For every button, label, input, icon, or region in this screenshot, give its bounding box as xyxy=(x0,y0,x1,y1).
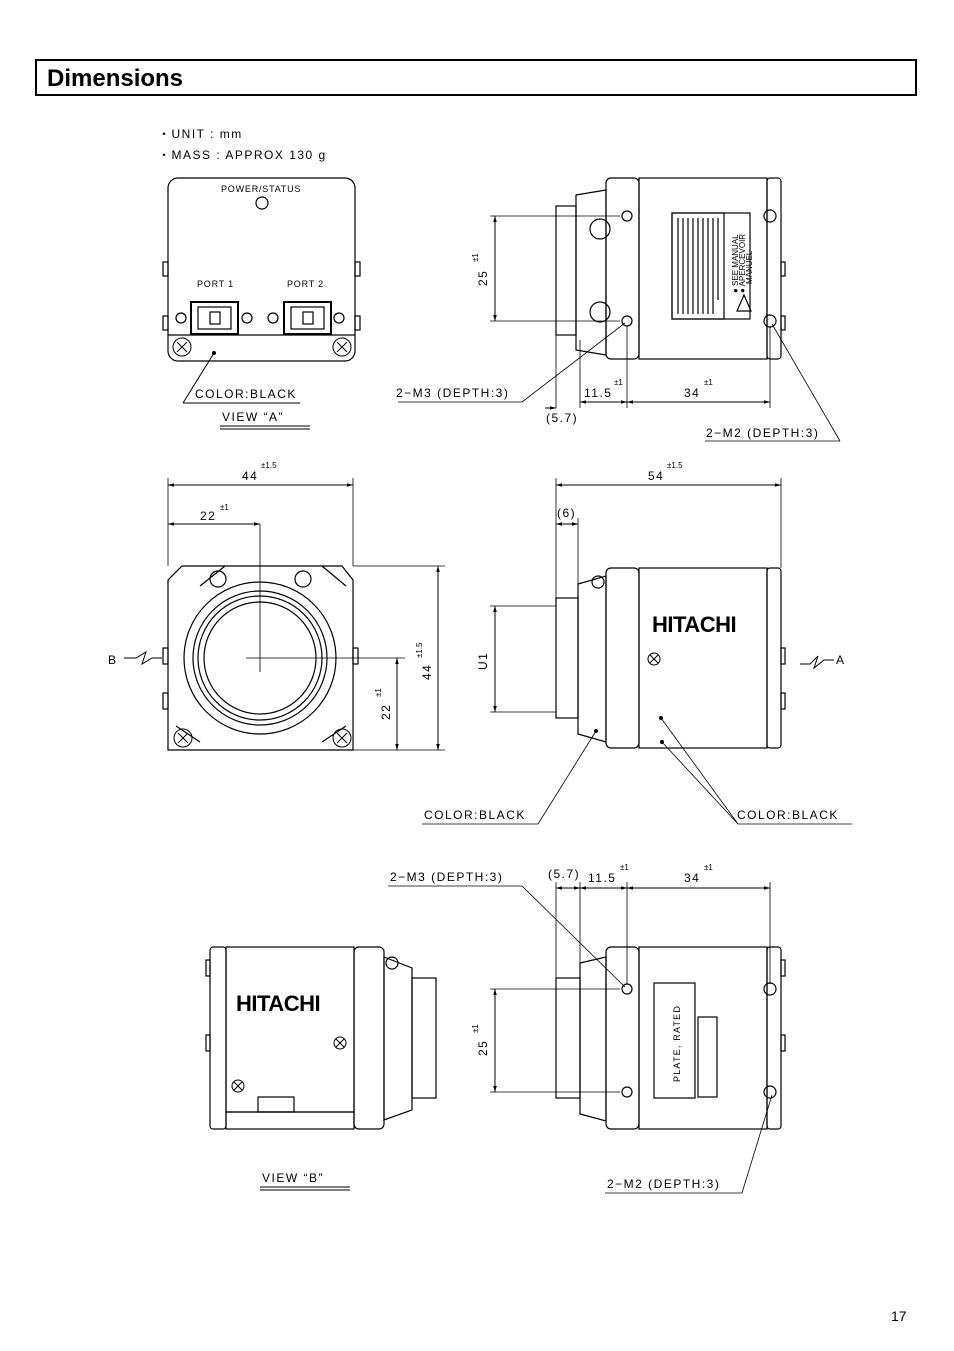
page-number: 17 xyxy=(891,1308,907,1324)
dim-34-bottom-tol: ±1 xyxy=(704,863,713,872)
dim-11-5-bottom: 11.5 xyxy=(588,871,616,885)
view-a-caption: VIEW “A” xyxy=(222,410,284,424)
port1-label: PORT 1 xyxy=(197,279,234,289)
dim-22-width: 22 xyxy=(200,509,216,523)
mass-spec: ・MASS : APPROX 130 g xyxy=(158,148,327,162)
hitachi-logo-side: HITACHI xyxy=(652,612,736,637)
dim-34-top: 34 xyxy=(684,386,700,400)
side-view-middle xyxy=(555,567,786,749)
dim-6: (6) xyxy=(557,506,576,520)
m2-note-bottom: 2−M2 (DEPTH:3) xyxy=(607,1177,720,1191)
warning-text-block xyxy=(677,218,719,314)
dim-44-width: 44 xyxy=(242,469,258,483)
dim-34-tol: ±1 xyxy=(704,378,713,387)
screw-icon xyxy=(647,652,661,666)
dim-25-bottom-tol: ±1 xyxy=(471,1024,480,1033)
label-manuel: MANUEL xyxy=(745,250,754,284)
unit-spec: ・UNIT : mm xyxy=(158,127,243,141)
dim-44-height: 44 xyxy=(420,664,434,680)
plate-rated: PLATE, RATED xyxy=(672,1005,682,1082)
m3-note-bottom: 2−M3 (DEPTH:3) xyxy=(390,870,503,884)
dim-25-top: 25 xyxy=(476,270,490,286)
screw-icon xyxy=(231,1036,347,1093)
page-title: Dimensions xyxy=(47,65,184,92)
dim-25-bottom: 25 xyxy=(476,1040,490,1056)
dim-u1: U1 xyxy=(476,652,490,670)
dim-44-height-tol: ±1.5 xyxy=(415,642,424,658)
side-view-bottom xyxy=(555,946,786,1130)
m3-note-top: 2−M3 (DEPTH:3) xyxy=(396,386,509,400)
dim-54: 54 xyxy=(648,469,664,483)
port2-label: PORT 2 xyxy=(287,279,324,289)
color-note-left: COLOR:BLACK xyxy=(424,808,526,822)
dim-5-7-bottom: (5.7) xyxy=(548,867,580,881)
title-box: Dimensions xyxy=(35,59,917,96)
dim-22-height: 22 xyxy=(379,704,393,720)
dim-11-5-top: 11.5 xyxy=(584,386,612,400)
dim-5-7-top: (5.7) xyxy=(546,411,578,425)
label-see-manual: ● SEE MANUAL xyxy=(731,234,740,293)
screw-icon xyxy=(173,728,352,748)
color-note-right: COLOR:BLACK xyxy=(737,808,839,822)
view-a-rear-panel xyxy=(162,177,361,362)
power-status-label: POWER/STATUS xyxy=(221,184,301,194)
screw-icon xyxy=(172,337,352,357)
dim-11-5-bottom-tol: ±1 xyxy=(620,863,629,872)
side-view-top xyxy=(555,177,786,360)
dim-25-tol: ±1 xyxy=(471,253,480,262)
dim-34-bottom: 34 xyxy=(684,871,700,885)
dim-54-tol: ±1.5 xyxy=(667,461,683,470)
view-b-caption: VIEW “B” xyxy=(262,1171,324,1185)
view-b-body xyxy=(205,946,437,1130)
dim-44-width-tol: ±1.5 xyxy=(261,461,277,470)
dim-22-width-tol: ±1 xyxy=(220,503,229,512)
label-aperevoir: ● APERCEVOIR xyxy=(738,234,747,293)
hitachi-logo-view-b: HITACHI xyxy=(236,991,320,1016)
dim-22-height-tol: ±1 xyxy=(374,688,383,697)
view-b-marker: B xyxy=(108,653,118,667)
dim-11-5-tol: ±1 xyxy=(614,378,623,387)
view-a-color-note: COLOR:BLACK xyxy=(195,387,297,401)
m2-note-top: 2−M2 (DEPTH:3) xyxy=(706,426,819,440)
view-a-marker: A xyxy=(836,653,846,667)
